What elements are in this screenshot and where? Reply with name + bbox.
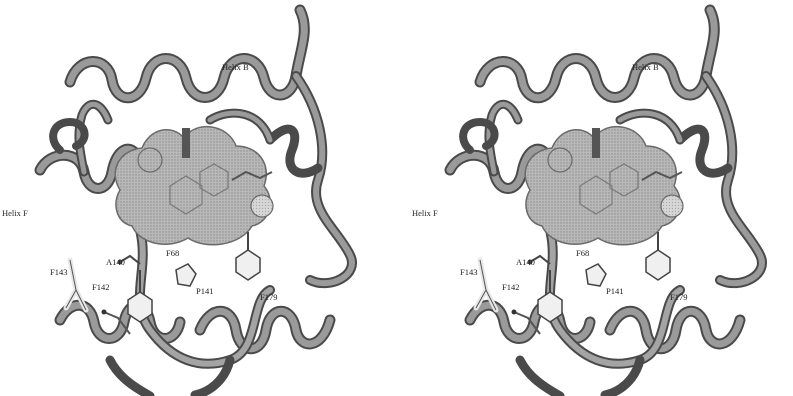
label-f143: F143 xyxy=(460,267,477,277)
label-p141: P141 xyxy=(196,286,213,296)
label-f179: F179 xyxy=(260,292,277,302)
label-f143: F143 xyxy=(50,267,67,277)
label-f142: F142 xyxy=(92,282,109,292)
protein-ribbon-left xyxy=(40,10,352,396)
label-a140: A140 xyxy=(106,257,125,267)
label-f68: F68 xyxy=(166,248,179,258)
label-helix-f: Helix F xyxy=(2,208,28,218)
label-a140: A140 xyxy=(516,257,535,267)
label-helix-f: Helix F xyxy=(412,208,438,218)
protein-ribbon-right xyxy=(450,10,762,396)
label-f142: F142 xyxy=(502,282,519,292)
label-p141: P141 xyxy=(606,286,623,296)
stereo-panel-right: Helix B Helix F F143 A140 F68 P141 F142 … xyxy=(412,10,762,396)
label-helix-b: Helix B xyxy=(632,62,659,72)
stereo-panel-left: Helix B Helix F F143 A140 F68 P141 F142 … xyxy=(2,10,352,396)
label-f179: F179 xyxy=(670,292,687,302)
label-helix-b: Helix B xyxy=(222,62,249,72)
label-f68: F68 xyxy=(576,248,589,258)
